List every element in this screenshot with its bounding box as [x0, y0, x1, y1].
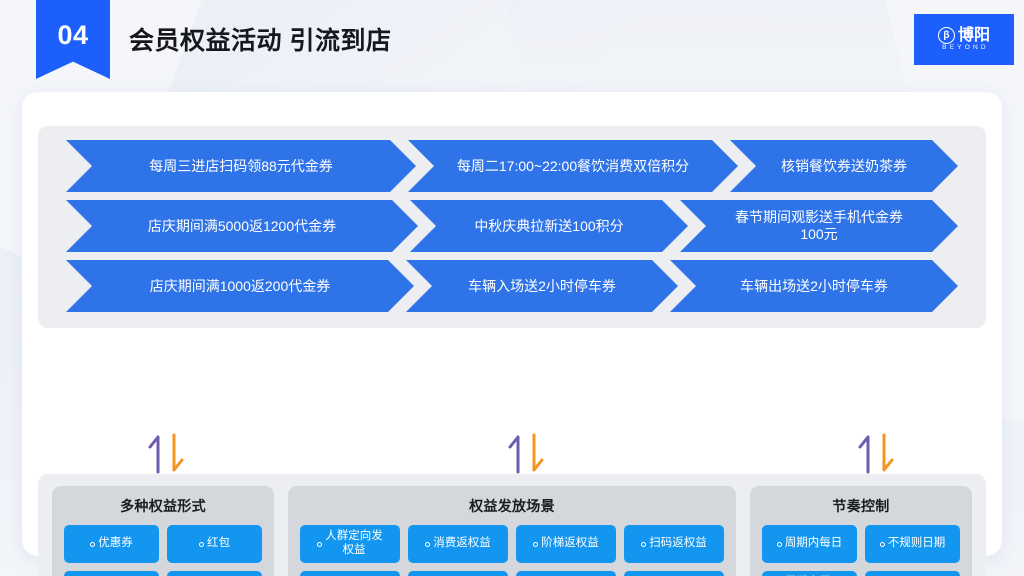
capability-tag[interactable]: 优惠券 [64, 525, 159, 563]
campaign-chevron-label: 核销餐饮券送奶茶券 [781, 157, 907, 174]
campaign-chevron[interactable]: 春节期间观影送手机代金券 100元 [680, 200, 958, 252]
section-number: 04 [57, 20, 89, 50]
capability-tag[interactable]: 周期内周一 ~周日 [762, 571, 857, 576]
campaign-chevron[interactable]: 每周三进店扫码领88元代金券 [66, 140, 416, 192]
capability-tag[interactable]: 周期内每日 [762, 525, 857, 563]
capability-tag-label: 优惠券 [98, 537, 133, 550]
campaign-chevron[interactable]: 车辆入场送2小时停车券 [406, 260, 678, 312]
capability-tag-label: 不规则日期 [887, 537, 946, 550]
slide-header: 04 会员权益活动 引流到店 β 博阳 BEYOND [0, 0, 1024, 90]
capability-group-0: 多种权益形式 优惠券 红包积分 第三方优惠券 [52, 486, 274, 576]
logo-circle-icon: β [937, 27, 955, 45]
capability-tag[interactable]: 消费返权益 [408, 525, 508, 563]
tag-grid-0: 优惠券 红包积分 第三方优惠券 [64, 525, 262, 576]
bullet-circle-icon [317, 541, 323, 547]
campaign-chevron-label: 春节期间观影送手机代金券 100元 [735, 209, 903, 242]
connector-arrow-1 [138, 432, 194, 474]
connector-arrow-2 [498, 432, 554, 474]
capability-tag[interactable]: 互动奖励 [300, 571, 400, 576]
capability-tag-label: 周期内每日 [784, 537, 843, 550]
campaign-panel: 每周三进店扫码领88元代金券 每周二17:00~22:00餐饮消费双倍积分 核销餐饮… [38, 126, 986, 328]
capability-tag[interactable]: 停车返权益 [516, 571, 616, 576]
capability-tag-label: 红包 [207, 537, 230, 550]
bullet-circle-icon [879, 541, 885, 547]
campaign-chevron-label: 每周三进店扫码领88元代金券 [149, 157, 333, 174]
campaign-chevron-label: 店庆期间满5000返1200代金券 [147, 217, 337, 234]
campaign-row-1: 每周三进店扫码领88元代金券 每周二17:00~22:00餐饮消费双倍积分 核销餐饮… [38, 140, 986, 192]
campaign-chevron-label: 中秋庆典拉新送100积分 [474, 217, 624, 234]
campaign-chevron-label: 每周二17:00~22:00餐饮消费双倍积分 [456, 157, 690, 174]
bullet-circle-icon [199, 541, 204, 547]
campaign-chevron[interactable]: 核销餐饮券送奶茶券 [730, 140, 958, 192]
group-title: 权益发放场景 [469, 498, 555, 514]
capability-tag[interactable]: 人群定向发 权益 [300, 525, 400, 563]
capability-group-1: 权益发放场景 人群定向发 权益 消费返权益 阶梯返权益 扫码返权益互动奖励 多倍积分 停车… [288, 486, 736, 576]
campaign-row-2: 店庆期间满5000返1200代金券 中秋庆典拉新送100积分 春节期间观影送手机代金… [38, 200, 986, 252]
capability-tag[interactable]: 不规则日期 [865, 525, 960, 563]
connector-arrow-3 [848, 432, 904, 474]
campaign-chevron-label: 车辆入场送2小时停车券 [468, 277, 616, 294]
capability-tag[interactable]: 扫码返权益 [624, 525, 724, 563]
bullet-circle-icon [533, 541, 539, 547]
logo-text-en: BEYOND [942, 44, 989, 52]
campaign-chevron-label: 车辆出场送2小时停车券 [740, 277, 888, 294]
capability-panel: 多种权益形式 优惠券 红包积分 第三方优惠券 权益发放场景 人群定向发 权益 消费返权… [38, 474, 986, 576]
tag-grid-2: 周期内每日 不规则日期周期内周一 ~周日 周期内时间段 [762, 525, 960, 576]
capability-tag[interactable]: 第三方优惠券 [167, 571, 262, 576]
brand-logo: β 博阳 BEYOND [914, 14, 1014, 65]
group-title: 多种权益形式 [120, 498, 206, 514]
tag-grid-1: 人群定向发 权益 消费返权益 阶梯返权益 扫码返权益互动奖励 多倍积分 停车返权益 核销券返… [300, 525, 724, 576]
logo-primary: β 博阳 [937, 26, 990, 45]
capability-tag-label: 消费返权益 [433, 537, 491, 550]
content-card: 每周三进店扫码领88元代金券 每周二17:00~22:00餐饮消费双倍积分 核销餐饮… [22, 92, 1002, 576]
capability-groups: 多种权益形式 优惠券 红包积分 第三方优惠券 权益发放场景 人群定向发 权益 消费返权… [52, 486, 972, 576]
capability-tag-label: 阶梯返权益 [541, 537, 599, 550]
capability-group-2: 节奏控制 周期内每日 不规则日期周期内周一 ~周日 周期内时间段 [750, 486, 972, 576]
campaign-chevron[interactable]: 店庆期间满1000返200代金券 [66, 260, 414, 312]
campaign-chevron[interactable]: 中秋庆典拉新送100积分 [410, 200, 688, 252]
bullet-circle-icon [641, 541, 647, 547]
bullet-circle-icon [425, 541, 431, 547]
capability-tag[interactable]: 多倍积分 [408, 571, 508, 576]
capability-tag[interactable]: 积分 [64, 571, 159, 576]
campaign-chevron[interactable]: 车辆出场送2小时停车券 [670, 260, 958, 312]
group-title: 节奏控制 [832, 498, 890, 514]
capability-tag[interactable]: 核销券返权益 [624, 571, 724, 576]
capability-tag[interactable]: 红包 [167, 525, 262, 563]
campaign-chevron[interactable]: 店庆期间满5000返1200代金券 [66, 200, 418, 252]
campaign-chevron-label: 店庆期间满1000返200代金券 [149, 277, 331, 294]
section-number-ribbon: 04 [36, 0, 110, 79]
capability-tag-label: 扫码返权益 [649, 537, 707, 550]
page-title: 会员权益活动 引流到店 [129, 27, 392, 55]
bullet-circle-icon [90, 541, 96, 547]
logo-text-cn: 博阳 [957, 26, 990, 44]
capability-tag-label: 人群定向发 权益 [325, 530, 383, 556]
capability-tag[interactable]: 周期内时间段 [865, 571, 960, 576]
capability-tag[interactable]: 阶梯返权益 [516, 525, 616, 563]
campaign-chevron[interactable]: 每周二17:00~22:00餐饮消费双倍积分 [408, 140, 738, 192]
campaign-row-3: 店庆期间满1000返200代金券 车辆入场送2小时停车券 车辆出场送2小时停车券 [38, 260, 986, 312]
bullet-circle-icon [776, 541, 782, 547]
